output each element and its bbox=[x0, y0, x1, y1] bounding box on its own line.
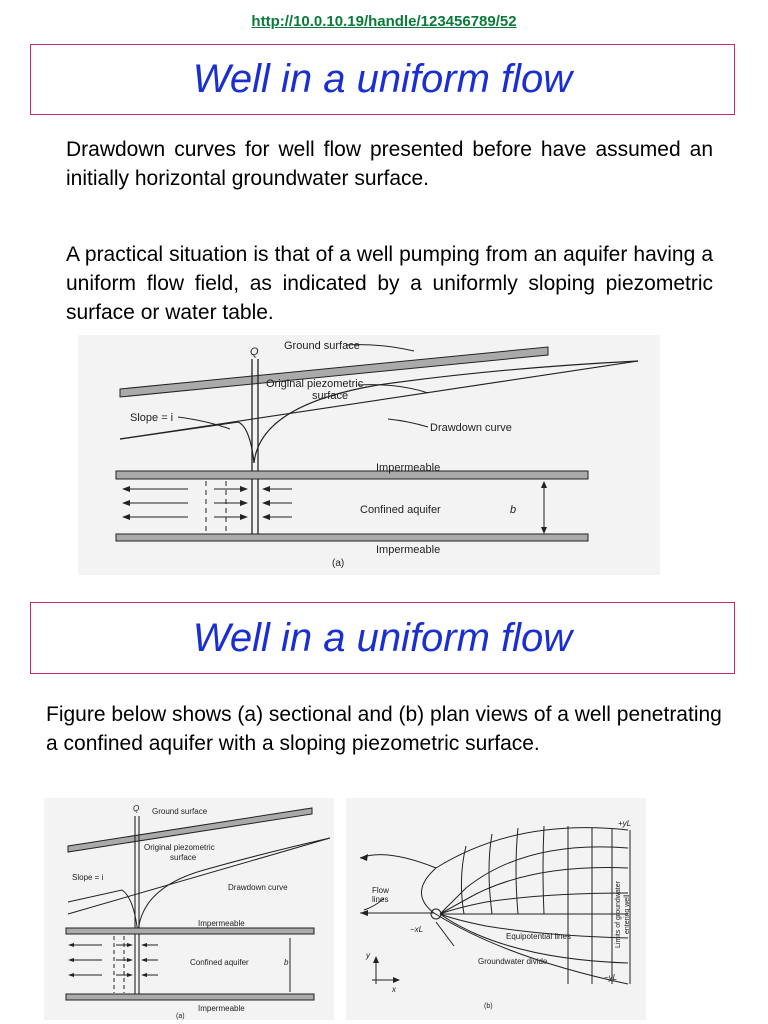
small-thickness-b-label: b bbox=[284, 958, 289, 967]
drawdown-curve-label: Drawdown curve bbox=[430, 422, 512, 434]
sectional-view-figure: Q Ground surface Original piezometric su… bbox=[78, 335, 660, 575]
lines-label: lines bbox=[372, 895, 388, 904]
small-surface-label: surface bbox=[170, 853, 197, 862]
plus-yl-label: +yL bbox=[618, 819, 631, 828]
slide-1-title-box: Well in a uniform flow bbox=[30, 44, 735, 115]
slide-2-title-box: Well in a uniform flow bbox=[30, 602, 735, 674]
small-confined-aquifer-label: Confined aquifer bbox=[190, 958, 249, 967]
entering-well-label: entering well bbox=[624, 894, 631, 934]
y-axis-label: y bbox=[365, 951, 371, 960]
minus-yl-label: −yL bbox=[604, 973, 617, 982]
small-figure-a-caption: (a) bbox=[176, 1013, 185, 1020]
limits-groundwater-label: Limits of groundwater bbox=[615, 880, 622, 948]
slide-1-paragraph-2: A practical situation is that of a well … bbox=[66, 243, 713, 324]
small-drawdown-curve-label: Drawdown curve bbox=[228, 883, 288, 892]
small-slope-label: Slope = i bbox=[72, 873, 104, 882]
confined-aquifer-label: Confined aquifer bbox=[360, 504, 441, 516]
slide-1-paragraph-1: Drawdown curves for well flow presented … bbox=[66, 138, 713, 190]
slope-label: Slope = i bbox=[130, 412, 173, 424]
ground-surface-label: Ground surface bbox=[284, 340, 360, 352]
slide-2-paragraph: Figure below shows (a) sectional and (b)… bbox=[46, 703, 722, 755]
x-axis-label: x bbox=[391, 985, 397, 994]
figure-a-caption: (a) bbox=[332, 558, 344, 569]
small-ground-surface-label: Ground surface bbox=[152, 807, 208, 816]
flow-label: Flow bbox=[372, 886, 389, 895]
small-impermeable-bottom-label: Impermeable bbox=[198, 1004, 245, 1013]
slide-2-title: Well in a uniform flow bbox=[192, 615, 573, 660]
thickness-b-label: b bbox=[510, 504, 516, 516]
equipotential-lines-label: Equipotential lines bbox=[506, 932, 571, 941]
plan-view-figure: +yL Flow lines −xL Equipotential lines y… bbox=[346, 798, 646, 1020]
piezometric-surface-label: surface bbox=[312, 390, 348, 402]
small-well-q-label: Q bbox=[133, 804, 139, 813]
original-piezometric-label: Original piezometric bbox=[266, 378, 364, 390]
well-q-label: Q bbox=[250, 346, 259, 358]
groundwater-divide-label: Groundwater divide bbox=[478, 957, 548, 966]
slide-1-title: Well in a uniform flow bbox=[192, 57, 573, 101]
small-impermeable-top-label: Impermeable bbox=[198, 919, 245, 928]
figure-b-caption: (b) bbox=[484, 1003, 493, 1010]
impermeable-top-label: Impermeable bbox=[376, 462, 440, 474]
small-original-piezometric-label: Original piezometric bbox=[144, 843, 215, 852]
sectional-view-small-figure: Q Ground surface Original piezometric su… bbox=[44, 798, 334, 1020]
impermeable-bottom-label: Impermeable bbox=[376, 544, 440, 556]
minus-xl-label: −xL bbox=[410, 925, 423, 934]
ground-surface-band bbox=[119, 346, 549, 398]
source-url-link[interactable]: http://10.0.10.19/handle/123456789/52 bbox=[251, 13, 517, 30]
